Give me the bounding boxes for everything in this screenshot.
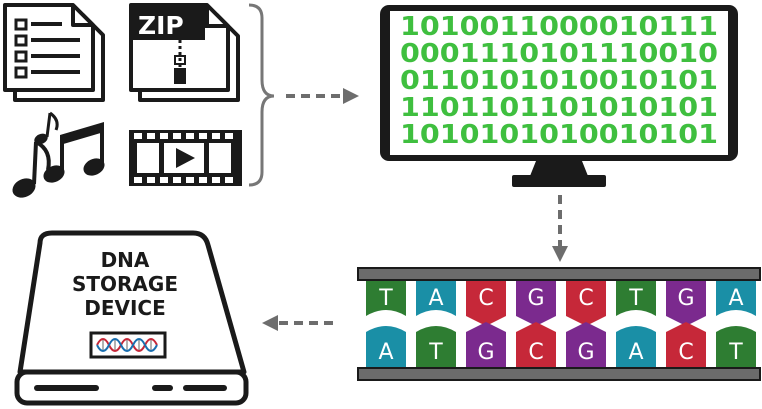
base-letter: A xyxy=(428,286,443,311)
device-label-line-1: DNA xyxy=(101,248,150,272)
dna-backbone-top xyxy=(357,267,761,281)
base-letter: C xyxy=(528,340,543,365)
top-base-g: G xyxy=(666,281,706,326)
binary-line: 1101101101010101 xyxy=(400,93,718,123)
base-letter: G xyxy=(577,340,594,365)
music-notes-icon xyxy=(12,111,105,198)
base-letter: A xyxy=(378,340,393,365)
device-label-line-3: DEVICE xyxy=(84,296,166,320)
top-base-t: T xyxy=(366,281,406,316)
bottom-base-t: T xyxy=(716,326,756,367)
top-base-g: G xyxy=(516,281,556,326)
base-letter: G xyxy=(477,340,494,365)
top-base-t: T xyxy=(616,281,656,316)
binary-line: 1010011000010111 xyxy=(400,12,718,42)
base-letter: C xyxy=(478,286,493,311)
bottom-base-a: A xyxy=(616,326,656,367)
base-letter: C xyxy=(678,340,693,365)
dna-helix-label-icon xyxy=(89,331,167,359)
base-letter: C xyxy=(578,286,593,311)
device-label-line-2: STORAGE xyxy=(72,272,178,296)
base-letter: T xyxy=(428,340,443,365)
arrow-files-to-computer xyxy=(286,88,359,104)
binary-code: 1010011000010111 0001110101110010 011010… xyxy=(400,12,718,150)
top-base-c: C xyxy=(566,281,606,326)
computer-monitor-icon xyxy=(380,5,738,187)
grouping-bracket xyxy=(248,3,275,187)
bottom-base-a: A xyxy=(366,326,406,367)
top-base-a: A xyxy=(716,281,756,316)
bottom-base-t: T xyxy=(416,326,456,367)
bottom-base-c: C xyxy=(516,322,556,367)
zip-file-icon: ZIP xyxy=(129,3,240,102)
bottom-base-c: C xyxy=(666,322,706,367)
dna-double-strand: T A C G C T G A A T G C G A C T xyxy=(357,267,761,381)
dna-storage-device-icon: DNA STORAGE DEVICE xyxy=(14,230,249,406)
binary-line: 0001110101110010 xyxy=(400,39,718,69)
base-letter: T xyxy=(378,286,393,311)
dna-backbone-bottom xyxy=(357,367,761,381)
base-letter: T xyxy=(628,286,643,311)
top-base-c: C xyxy=(466,281,506,326)
base-letter: A xyxy=(728,286,743,311)
zip-label: ZIP xyxy=(138,11,184,40)
arrow-dna-to-device xyxy=(262,315,333,331)
bottom-base-g: G xyxy=(566,322,606,367)
base-letter: A xyxy=(628,340,643,365)
bottom-base-g: G xyxy=(466,322,506,367)
binary-line: 0110101010010101 xyxy=(400,66,718,96)
video-film-icon xyxy=(129,130,242,186)
base-letter: T xyxy=(728,340,743,365)
document-icon xyxy=(3,3,105,102)
base-letter: G xyxy=(527,286,544,311)
arrow-computer-to-dna xyxy=(552,195,568,262)
base-letter: G xyxy=(677,286,694,311)
binary-line: 1010101010010101 xyxy=(400,120,718,150)
top-base-a: A xyxy=(416,281,456,316)
